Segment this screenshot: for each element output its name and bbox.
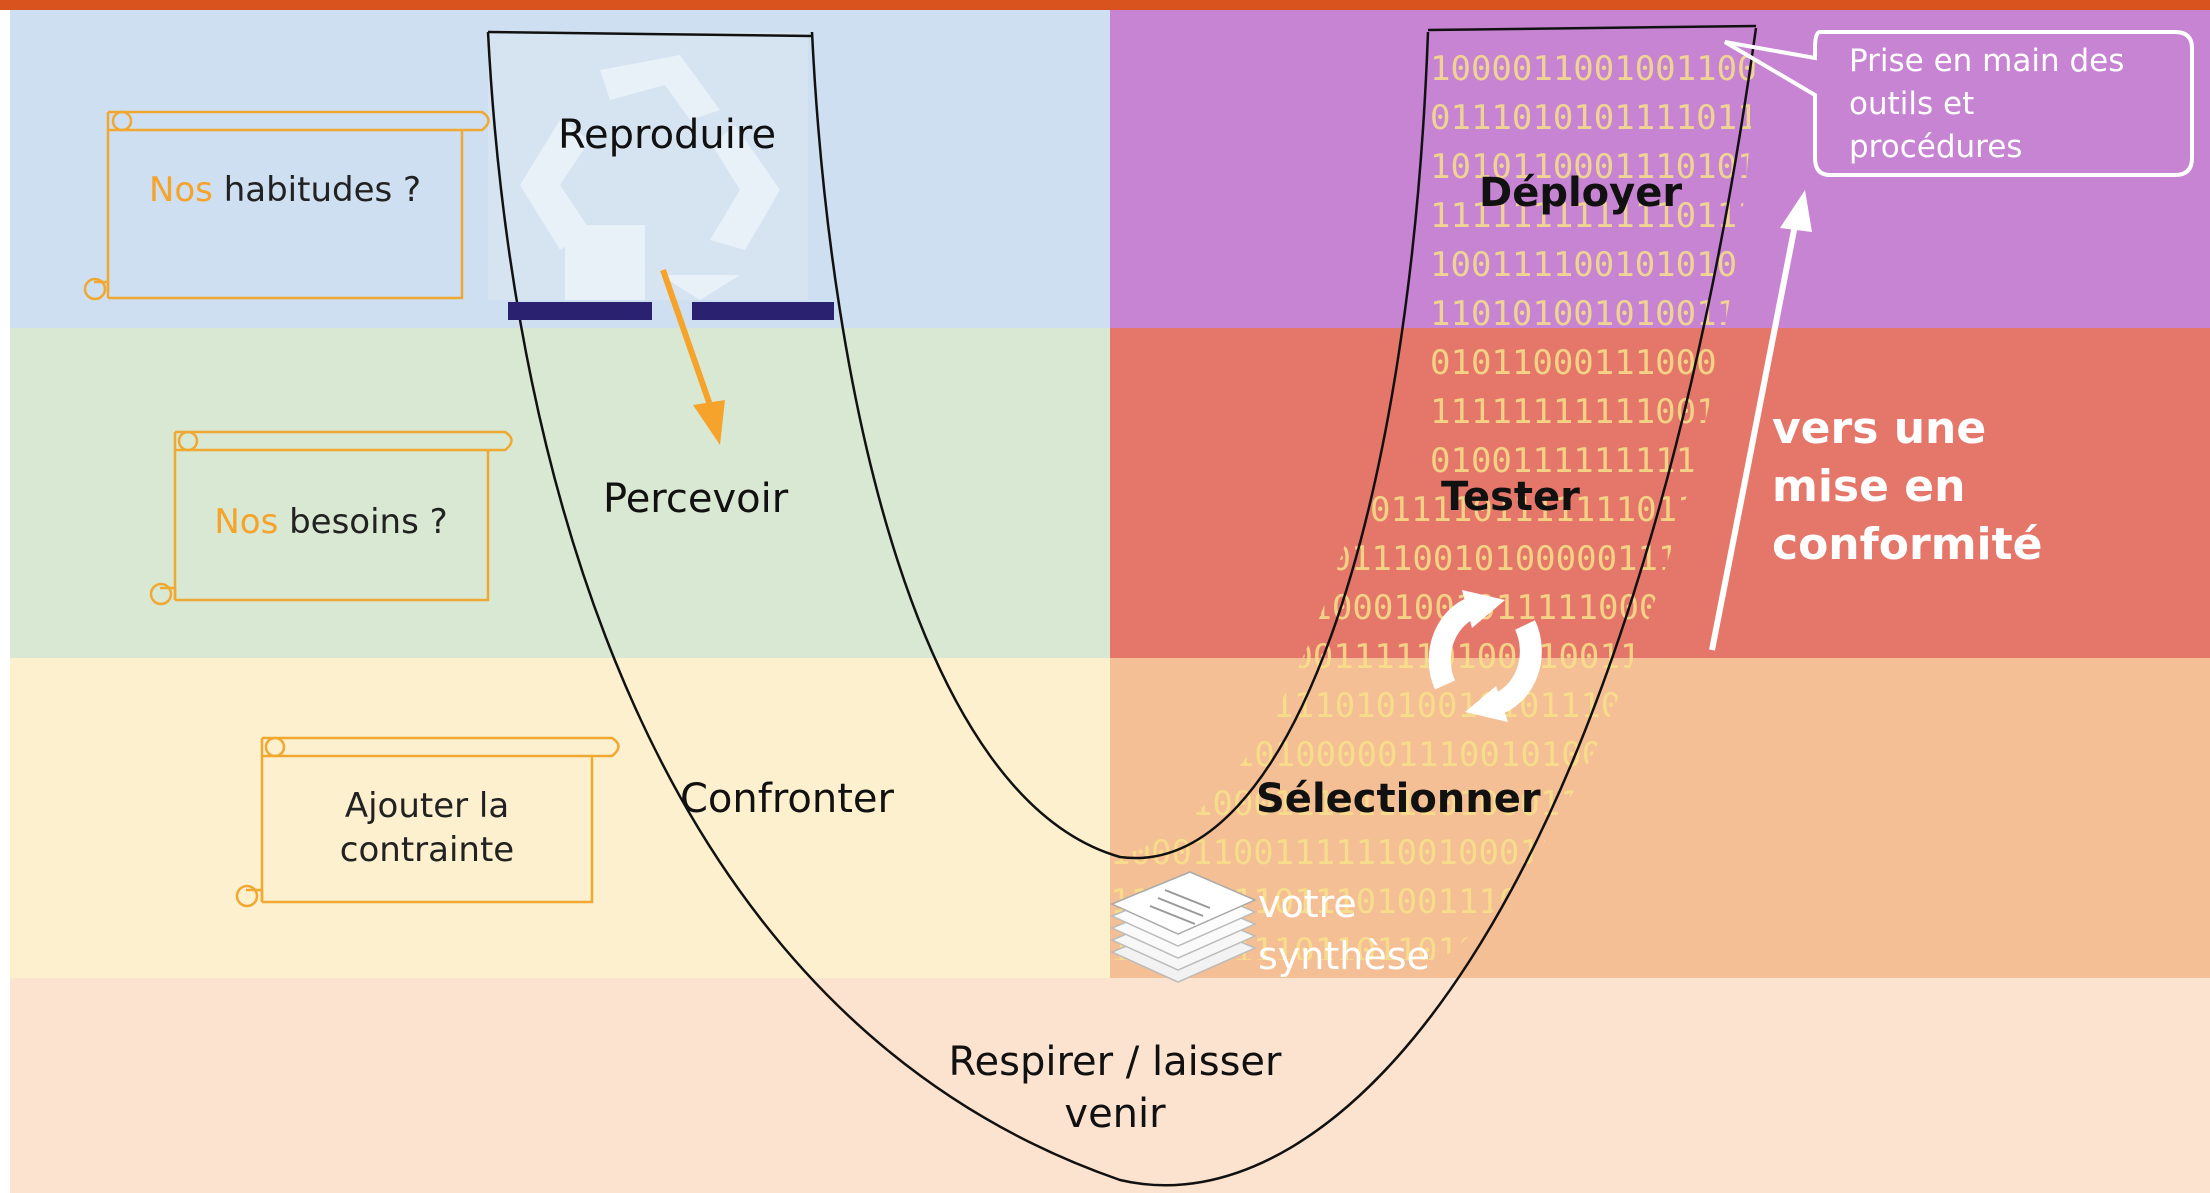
binary-row: 10000110010011000011001001 [1430, 49, 1962, 89]
binary-row: 01110101011110111010101111 [1430, 98, 1962, 138]
arrow-down-icon [660, 269, 725, 445]
binary-row: 01011000111000101100011100 [1430, 343, 1962, 383]
paper-stack-icon [1110, 871, 1257, 983]
stage-deployer: Déployer [1479, 170, 1683, 216]
band-left-row2 [10, 328, 1110, 658]
synthese-label: votre synthèse [1258, 882, 1430, 978]
recycle-icon [488, 32, 808, 300]
scroll-text-besoins: Nos besoins ? [214, 502, 448, 542]
scroll-icon [149, 430, 513, 606]
stage-selectionner: Sélectionner [1256, 776, 1541, 822]
refresh-cycle-icon [1428, 594, 1542, 716]
binary-row: 10101100011101010110001110 [1430, 147, 1962, 187]
stage-percevoir: Percevoir [603, 476, 789, 522]
stage-respirer: Respirer / laisser venir [948, 1039, 1282, 1137]
navy-bar-right [692, 302, 834, 320]
binary-row: 11111111111101111111111110 [1430, 196, 1962, 236]
band-right-row2 [1110, 328, 2210, 658]
band-left-row3 [10, 658, 1110, 978]
u-top-left [487, 30, 813, 38]
scroll-text-habitudes: Nos habitudes ? [148, 170, 422, 210]
scroll-icon [83, 110, 490, 301]
scroll-icon [235, 736, 620, 908]
binary-row: 11010100101001101010010100 [1430, 294, 1962, 334]
band-bottom [10, 978, 2210, 1193]
band-right-row3 [1110, 658, 2210, 978]
callout-bubble [1723, 30, 2194, 177]
u-curve-inner [810, 31, 1430, 860]
stage-tester: Tester [1441, 474, 1580, 520]
stage-reproduire: Reproduire [558, 112, 777, 158]
conformity-label: vers une mise en conformité [1772, 403, 2043, 570]
top-accent-bar [0, 0, 2210, 10]
u-top-right [1427, 24, 1757, 32]
callout-text: Prise en main des outils et procédures [1849, 43, 2125, 165]
u-curve-outer-left [486, 27, 1758, 1187]
scroll-text-contrainte: Ajouter la contrainte [339, 786, 515, 870]
binary-row: 11111111111001111111111100 [1430, 392, 1962, 432]
stage-confronter: Confronter [680, 776, 894, 822]
arrow-up-icon [1709, 190, 1812, 651]
band-right-row1 [1110, 10, 2210, 328]
navy-bar-left [508, 302, 652, 320]
binary-row: 10011110010101001111001010 [1430, 245, 1962, 285]
